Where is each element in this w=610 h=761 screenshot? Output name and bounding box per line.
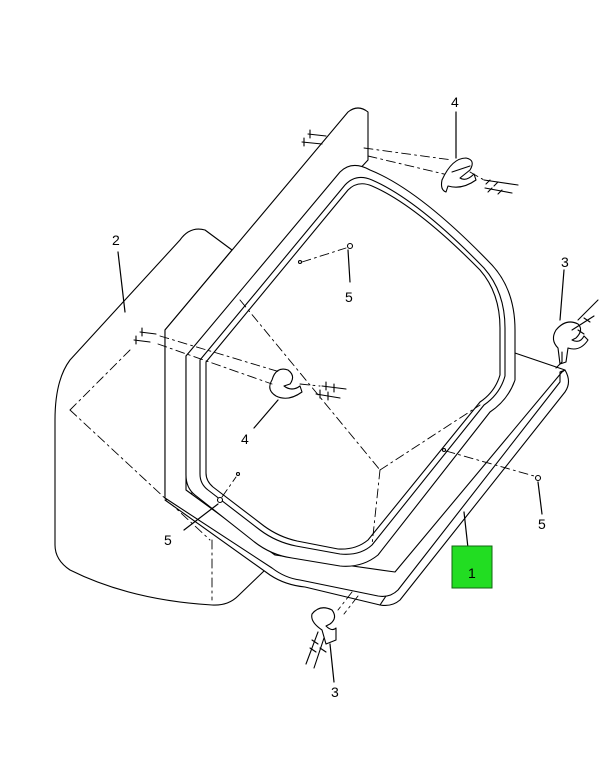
fastener-right bbox=[441, 447, 542, 482]
leader-3-right bbox=[559, 269, 565, 321]
pins-top-left bbox=[301, 129, 327, 147]
callout-5-right[interactable]: 5 bbox=[538, 516, 546, 532]
screws-right bbox=[571, 299, 599, 335]
bracket-top bbox=[440, 157, 477, 193]
screws-top bbox=[483, 179, 519, 195]
leader-5-top bbox=[347, 249, 351, 283]
fastener-top bbox=[297, 242, 354, 265]
callout-5-left[interactable]: 5 bbox=[164, 532, 172, 548]
bracket-bottom bbox=[311, 607, 337, 645]
rear-cover bbox=[54, 228, 266, 606]
leader-2 bbox=[117, 251, 126, 313]
leader-3-bottom bbox=[329, 643, 335, 683]
leader-5-left bbox=[183, 503, 219, 531]
callout-5-top[interactable]: 5 bbox=[345, 289, 353, 305]
callout-1[interactable]: 1 bbox=[468, 565, 476, 581]
screws-middle bbox=[315, 381, 347, 401]
fastener-left bbox=[216, 471, 241, 504]
bracket-right bbox=[552, 321, 589, 369]
pins-mid-left bbox=[133, 327, 157, 345]
leader-5-right bbox=[537, 481, 543, 515]
callout-3-right[interactable]: 3 bbox=[561, 254, 569, 270]
callout-4-top[interactable]: 4 bbox=[451, 94, 459, 110]
highlight-box[interactable] bbox=[451, 545, 493, 589]
callout-4-mid[interactable]: 4 bbox=[241, 431, 249, 447]
callout-3-bottom[interactable]: 3 bbox=[331, 684, 339, 700]
housing-frame bbox=[164, 107, 566, 597]
leader-1 bbox=[463, 511, 469, 549]
callout-2[interactable]: 2 bbox=[112, 232, 120, 248]
screws-bottom bbox=[305, 631, 327, 669]
bracket-middle bbox=[269, 368, 303, 399]
leader-4-mid bbox=[253, 399, 279, 429]
